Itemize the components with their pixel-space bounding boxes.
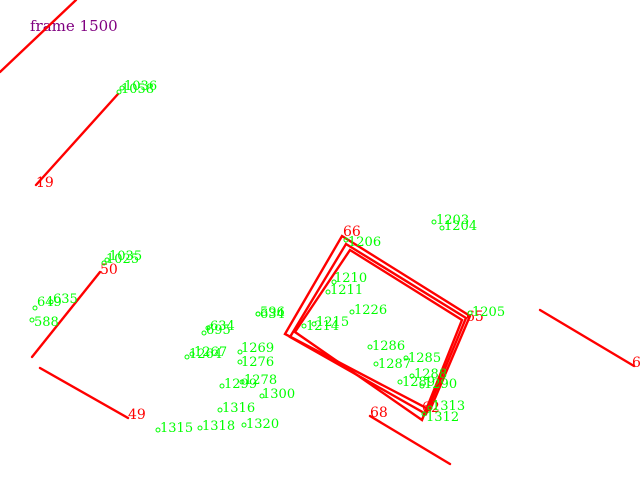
point-label: 1036: [124, 79, 157, 94]
point-label: 1214: [306, 319, 339, 334]
point-marker: 1288: [409, 367, 447, 382]
segment-label: 6: [632, 355, 640, 371]
point-label: 1269: [241, 341, 274, 356]
point-marker: 1278: [239, 373, 277, 388]
point-marker: 695: [201, 323, 231, 338]
point-label: 1058: [121, 82, 154, 97]
point-label: 1206: [348, 235, 381, 250]
segment-line: [38, 366, 130, 420]
segment-quad: [288, 242, 468, 416]
segment-line: [30, 270, 102, 359]
point-marker: 1318: [197, 419, 235, 434]
point-label: 588: [34, 315, 59, 330]
segment-label: 62: [422, 400, 440, 416]
point-marker: 1025: [101, 252, 139, 267]
segment-label: 19: [36, 175, 54, 191]
point-marker: 1264: [184, 347, 222, 362]
point-label: 1278: [244, 373, 277, 388]
point-label: 1287: [378, 357, 411, 372]
point-label: 1025: [106, 252, 139, 267]
point-marker: 1286: [367, 339, 405, 354]
point-label: 1320: [246, 417, 279, 432]
segment-line: [0, 0, 78, 74]
point-marker: 596: [255, 305, 285, 320]
point-label: 1204: [444, 219, 477, 234]
point-marker: 1269: [237, 341, 274, 356]
point-label: 1205: [472, 305, 505, 320]
point-label: 1312: [426, 410, 459, 425]
point-marker: 1315: [155, 421, 193, 436]
point-label: 634: [260, 307, 285, 322]
point-label: 634: [210, 319, 235, 334]
point-marker: 1300: [259, 387, 295, 402]
point-label: 1318: [202, 419, 235, 434]
segment-label-layer: 19 50 49 68 62 65 66 6: [36, 175, 640, 423]
point-marker: 1206: [343, 235, 381, 250]
point-marker: 1289: [397, 375, 435, 390]
point-label: 1313: [432, 399, 465, 414]
point-marker: 1214: [301, 319, 339, 334]
segment-label: 65: [466, 309, 484, 325]
point-marker: 1313: [427, 399, 465, 414]
point-marker: 1204: [439, 219, 477, 234]
point-marker: 1299: [219, 377, 257, 392]
point-label: 1210: [334, 271, 367, 286]
segment-label: 49: [128, 407, 146, 423]
point-label: 1035: [109, 249, 142, 264]
segment-line: [538, 308, 636, 368]
point-marker: 1316: [217, 401, 255, 416]
point-label: 1286: [372, 339, 405, 354]
point-label: 695: [206, 323, 231, 338]
point-label: 1215: [316, 315, 349, 330]
point-marker: 1205: [467, 305, 505, 320]
point-marker: 1058: [116, 82, 154, 97]
point-label: 1300: [262, 387, 295, 402]
segment-line: [368, 414, 452, 466]
point-label: 1290: [424, 377, 457, 392]
point-label: 1264: [189, 347, 222, 362]
segment-layer: [0, 0, 636, 466]
point-label: 635: [53, 292, 78, 307]
point-marker: 1036: [119, 79, 157, 94]
segment-line: [34, 92, 120, 187]
point-marker: 1267: [189, 345, 227, 360]
point-label: 1299: [224, 377, 257, 392]
point-marker: 1290: [419, 377, 457, 392]
point-label: 1316: [222, 401, 255, 416]
point-marker: 1226: [349, 303, 387, 318]
point-marker: 1215: [311, 315, 349, 330]
point-label: 1315: [160, 421, 193, 436]
point-label: 1285: [408, 351, 441, 366]
point-label: 596: [260, 305, 285, 320]
point-label: 1276: [241, 355, 274, 370]
point-label: 1267: [194, 345, 227, 360]
point-marker: 1287: [373, 357, 411, 372]
segment-quad: [293, 248, 464, 422]
point-marker: 1312: [421, 410, 459, 425]
point-marker: 1211: [325, 283, 363, 298]
segment-label: 66: [343, 224, 361, 240]
segment-quad: [283, 234, 472, 412]
point-label: 1203: [436, 213, 469, 228]
point-label: 1211: [330, 283, 363, 298]
segment-label: 68: [370, 405, 388, 421]
segment-label: 50: [100, 262, 118, 278]
point-marker: 1035: [104, 249, 142, 264]
point-marker: 1276: [237, 355, 274, 370]
point-marker: 634: [205, 319, 235, 334]
point-label: 1288: [414, 367, 447, 382]
point-layer: 1058 1035 1025 649 635 588 695 634 1264 …: [29, 79, 505, 436]
point-label: 1226: [354, 303, 387, 318]
point-marker: 1285: [403, 351, 441, 366]
point-marker: 1210: [331, 271, 367, 286]
point-marker: 635: [48, 292, 78, 307]
point-label: 1289: [402, 375, 435, 390]
point-marker: 588: [29, 315, 59, 330]
point-marker: 1203: [431, 213, 469, 228]
point-marker: 1320: [241, 417, 279, 432]
